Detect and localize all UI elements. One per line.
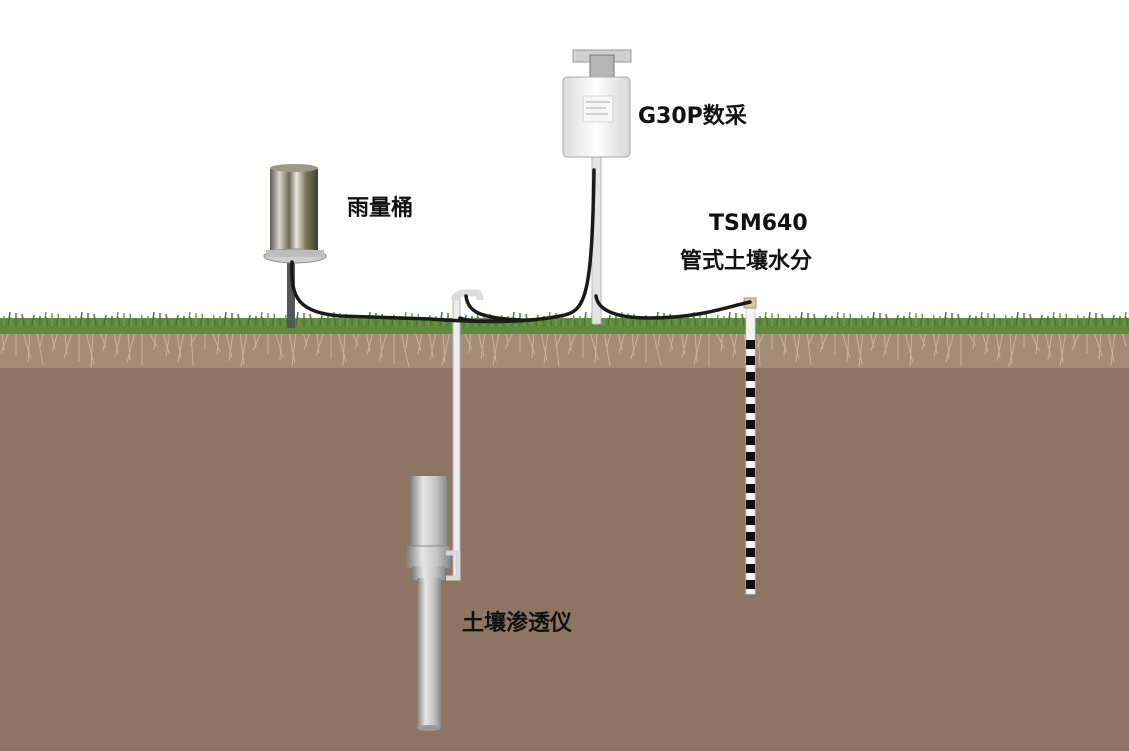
rain-gauge — [263, 164, 327, 328]
soil-layer — [0, 330, 1129, 751]
tsm640-tube-probe — [743, 297, 757, 595]
rain-gauge-label: 雨量桶 — [347, 196, 414, 221]
cables — [290, 168, 752, 324]
tsm640-description-label: 管式土壤水分 — [680, 249, 813, 274]
soil-lysimeter — [406, 289, 484, 731]
soil-lysimeter-label: 土壤渗透仪 — [462, 611, 573, 636]
root-layer — [0, 330, 1129, 368]
grass-layer — [0, 318, 1129, 334]
data-logger-label: G30P数采 — [638, 104, 747, 129]
tsm640-model-label: TSM640 — [709, 211, 808, 236]
data-logger — [562, 49, 632, 325]
